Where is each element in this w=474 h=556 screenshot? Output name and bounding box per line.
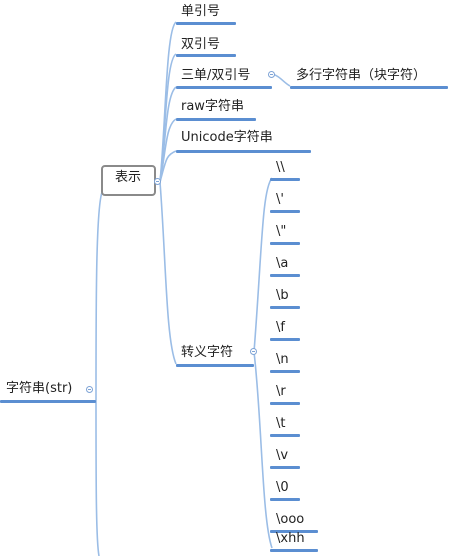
line-to-escape-chars [159,181,177,365]
escape-r: \r [276,384,286,399]
underline-escape-2 [270,242,300,245]
escape-ooo: \ooo [276,512,305,527]
underline-raw-string [176,118,256,121]
underline-single-quote [176,22,236,25]
triple-quote-collapse-toggle[interactable] [268,71,275,78]
underline-escape-11 [270,530,318,533]
escape-a: \a [276,256,289,271]
representation-node[interactable]: 表示 [101,165,156,196]
node-multiline-string: 多行字符串（块字符） [296,68,427,83]
underline-escape-1 [270,210,300,213]
underline-escape-10 [270,498,300,501]
underline-triple-quote [176,86,272,89]
escape-double-quote: \" [276,224,287,239]
node-double-quote: 双引号 [181,37,221,52]
escape-v: \v [276,448,289,463]
escape-xhh: \xhh [276,531,305,546]
escape-t: \t [276,416,286,431]
underline-escape-9 [270,466,300,469]
underline-escape-5 [270,338,300,341]
underline-escape-0 [270,178,300,181]
node-raw-string: raw字符串 [181,99,244,114]
line-to-unicode-string [159,150,177,183]
line-escape-bottom [253,351,273,549]
root-to-offscreen-line [95,395,100,556]
root-underline [0,400,96,403]
escape-backslash: \\ [276,160,285,175]
node-unicode-string: Unicode字符串 [181,130,273,145]
underline-escape-8 [270,434,300,437]
underline-unicode-string [176,150,311,153]
underline-escape-6 [270,370,300,373]
node-triple-quote: 三单/双引号 [181,68,251,83]
escape-f: \f [276,320,285,335]
representation-label: 表示 [115,170,142,185]
escape-single-quote: \' [276,192,284,207]
escape-b: \b [276,288,289,303]
underline-escape-3 [270,274,300,277]
escape-n: \n [276,352,289,367]
underline-escape-chars [176,364,254,367]
underline-escape-12 [270,549,318,552]
root-label: 字符串(str) [6,381,73,396]
escape-zero: \0 [276,480,289,495]
underline-escape-7 [270,402,300,405]
representation-collapse-toggle[interactable] [154,178,161,185]
root-to-representation-line [95,189,104,397]
underline-double-quote [176,54,236,57]
line-escape-top [253,177,273,353]
underline-escape-4 [270,306,300,309]
underline-multiline [290,86,448,89]
root-collapse-toggle[interactable] [86,386,93,393]
escape-collapse-toggle[interactable] [250,348,257,355]
node-escape-chars: 转义字符 [181,345,234,360]
node-single-quote: 单引号 [181,4,221,19]
